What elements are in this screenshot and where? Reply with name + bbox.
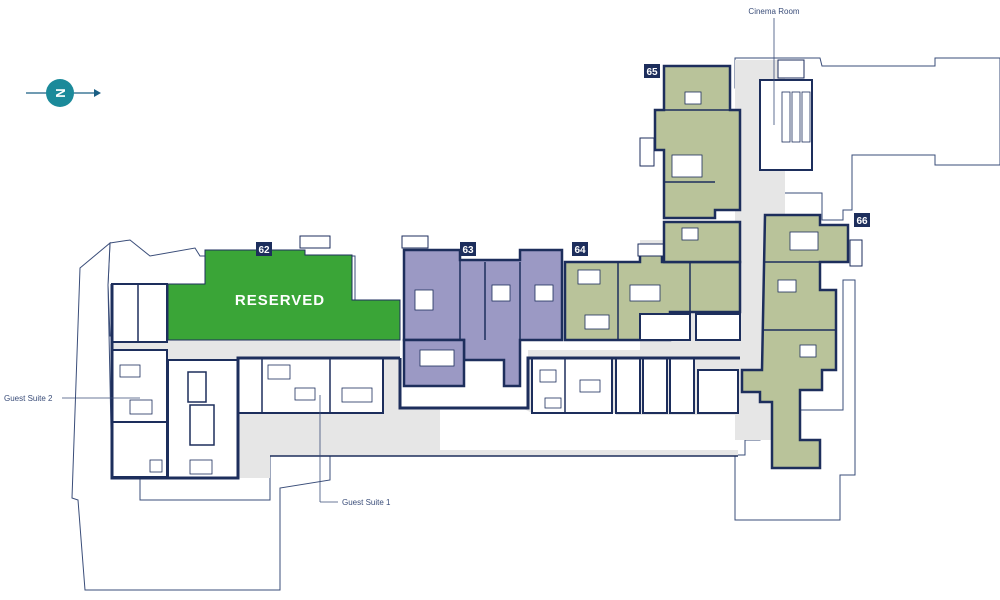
cinema-room-label: Cinema Room <box>748 7 800 125</box>
unit-63-balcony <box>401 235 429 249</box>
svg-text:N: N <box>53 88 68 97</box>
north-arrow-icon: N <box>26 79 101 107</box>
svg-text:66: 66 <box>856 216 868 227</box>
unit-66-balcony <box>849 239 863 267</box>
unit-63[interactable] <box>402 248 564 388</box>
svg-text:Guest Suite 2: Guest Suite 2 <box>4 394 53 403</box>
unit-62-reserved[interactable]: RESERVED <box>167 249 401 341</box>
svg-text:Guest Suite 1: Guest Suite 1 <box>342 498 391 507</box>
unit-65-balcony <box>639 137 655 167</box>
unit-number-64: 64 <box>572 242 588 256</box>
unit-number-66: 66 <box>854 213 870 227</box>
east-rooms <box>531 313 741 414</box>
unit-62-balcony <box>299 235 331 249</box>
svg-text:Cinema Room: Cinema Room <box>748 7 799 16</box>
unit-number-62: 62 <box>256 242 272 256</box>
reserved-label: RESERVED <box>235 292 325 309</box>
svg-text:62: 62 <box>258 245 270 256</box>
cinema-seats <box>781 91 811 143</box>
guest-suite-1-label: Guest Suite 1 <box>319 395 391 507</box>
unit-66[interactable] <box>740 213 850 470</box>
cinema-room[interactable] <box>759 59 813 171</box>
corridor-walls <box>270 356 740 457</box>
guest-suite-2-label: Guest Suite 2 <box>4 394 140 403</box>
svg-text:63: 63 <box>462 245 474 256</box>
unit-65[interactable] <box>653 64 742 264</box>
svg-text:64: 64 <box>574 245 586 256</box>
unit-number-63: 63 <box>460 242 476 256</box>
svg-text:65: 65 <box>646 67 658 78</box>
unit-number-65: 65 <box>644 64 660 78</box>
unit-64-balcony <box>637 243 665 257</box>
west-wing <box>110 283 400 480</box>
